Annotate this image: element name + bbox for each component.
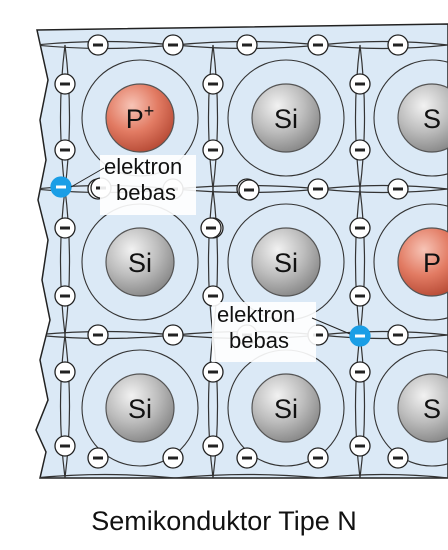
covalent-bond [59, 44, 66, 190]
atom-symbol: P [423, 248, 441, 278]
atom-symbol: S [423, 394, 441, 424]
bound-electron [349, 73, 371, 95]
covalent-bond [319, 44, 448, 50]
atom-orbit-ring [373, 59, 448, 177]
bound-electron [349, 435, 371, 457]
bound-electron [236, 447, 258, 469]
bound-electron [54, 139, 76, 161]
diagram-caption: Semikonduktor Tipe N [91, 506, 357, 536]
phosphorus-atom: P+ [105, 83, 175, 153]
bound-electron [54, 361, 76, 383]
bound-electron [54, 435, 76, 457]
atom-orbit-ring [373, 349, 448, 467]
bound-electron [202, 139, 224, 161]
covalent-bond [319, 334, 448, 340]
silicon-atom: Si [251, 373, 321, 443]
atom-orbit-ring [373, 203, 448, 321]
bound-electron [202, 361, 224, 383]
covalent-bond [319, 188, 448, 194]
silicon-atom: S [397, 83, 448, 153]
atom-symbol: Si [128, 248, 152, 278]
covalent-bond [36, 473, 176, 478]
bound-electron [162, 34, 184, 56]
covalent-bond [319, 473, 448, 478]
covalent-bond [212, 44, 219, 190]
atom-orbit-ring [81, 349, 199, 467]
silicon-atom: Si [105, 373, 175, 443]
bound-electron [349, 217, 371, 239]
covalent-bond [207, 44, 214, 190]
bound-electron [387, 324, 409, 346]
bound-electron [307, 34, 329, 56]
bound-electron [387, 34, 409, 56]
covalent-bond [59, 188, 66, 336]
bound-electron [202, 73, 224, 95]
atom-orbit-ring [227, 59, 345, 177]
silicon-atom: Si [105, 227, 175, 297]
bound-electron [202, 435, 224, 457]
bound-electron [162, 324, 184, 346]
covalent-bond [359, 188, 366, 336]
bound-electron [307, 447, 329, 469]
lattice-background [35, 23, 448, 479]
bound-electron [162, 447, 184, 469]
bound-electron [349, 361, 371, 383]
covalent-bond [354, 188, 361, 336]
covalent-bond [64, 188, 71, 336]
bound-electron [387, 178, 409, 200]
covalent-bond [319, 184, 448, 190]
bound-electron [349, 285, 371, 307]
silicon-atom: S [397, 373, 448, 443]
bound-electron [54, 285, 76, 307]
phosphorus-atom: P [397, 227, 448, 297]
covalent-bond [319, 330, 448, 336]
bound-electron [87, 447, 109, 469]
covalent-bond [359, 334, 366, 478]
covalent-bond [64, 334, 71, 478]
silicon-atom: Si [251, 227, 321, 297]
covalent-bond [359, 44, 366, 190]
bound-electron [238, 179, 260, 201]
covalent-bond [59, 334, 66, 478]
covalent-bond [64, 44, 71, 190]
bound-electron [387, 447, 409, 469]
silicon-atom: Si [251, 83, 321, 153]
covalent-bond [319, 40, 448, 46]
bound-electron [236, 34, 258, 56]
covalent-bond [207, 188, 214, 336]
bound-electron [54, 73, 76, 95]
atom-symbol: Si [274, 248, 298, 278]
bound-electron [349, 139, 371, 161]
bound-electron [200, 217, 222, 239]
bound-electron [87, 34, 109, 56]
covalent-bond [174, 473, 321, 478]
atom-symbol: Si [274, 394, 298, 424]
atom-symbol: S [423, 104, 441, 134]
free-electron [349, 325, 371, 347]
bound-electron [54, 217, 76, 239]
atom-symbol: Si [274, 104, 298, 134]
free-electron [50, 176, 72, 198]
covalent-bond [207, 334, 214, 478]
atom-symbol: Si [128, 394, 152, 424]
bound-electron [307, 178, 329, 200]
covalent-bond [354, 44, 361, 190]
covalent-bond [354, 334, 361, 478]
bound-electron [87, 324, 109, 346]
